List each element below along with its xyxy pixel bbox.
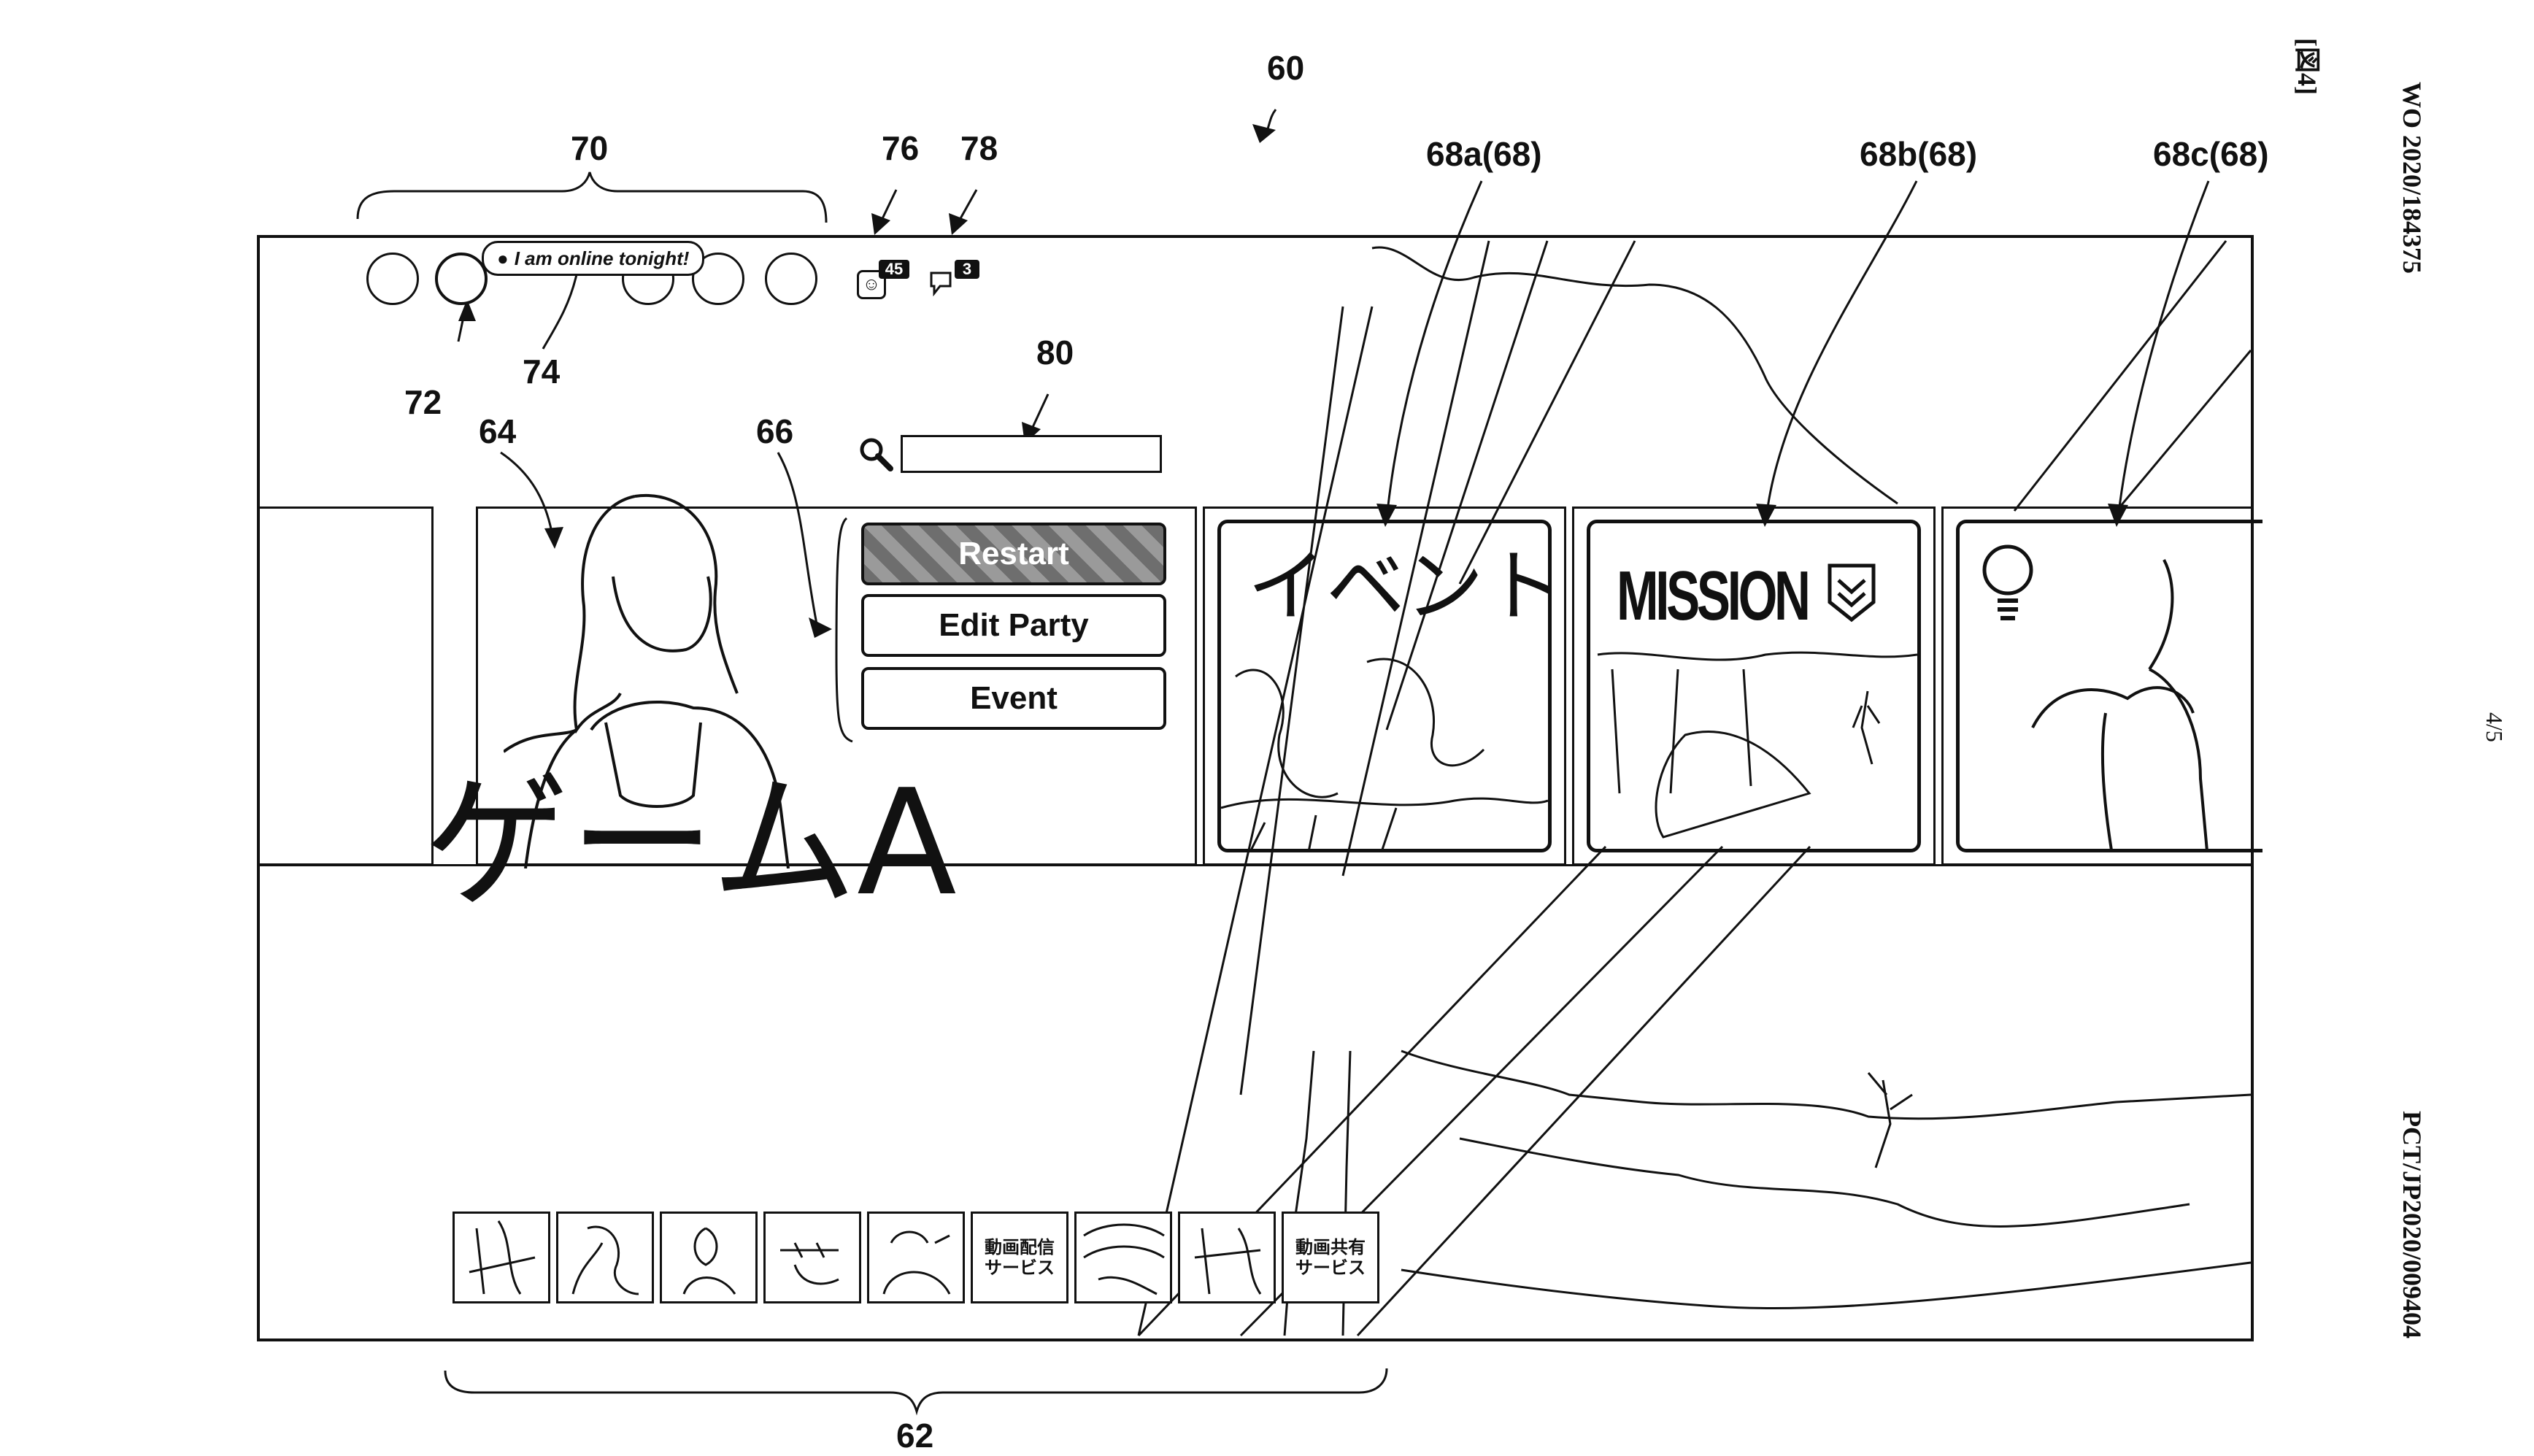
card-panel-mission (1572, 506, 1936, 866)
friend-notification-badge: 45 (879, 260, 909, 279)
card-panel-event (1203, 506, 1566, 866)
bracket-70 (356, 172, 828, 223)
ref-68b-label: 68b(68) (1860, 135, 1978, 173)
shortcut-thumbnail[interactable] (660, 1212, 758, 1303)
friend-avatar-selected[interactable] (435, 253, 488, 305)
friend-avatar[interactable] (366, 253, 419, 305)
bracket-66 (835, 517, 853, 743)
card-panel-third (1941, 506, 2254, 866)
mission-card-illustration (1597, 651, 1917, 839)
event-card-label: イベント (1247, 542, 1552, 633)
ref-78-label: 78 (960, 129, 998, 167)
event-button[interactable]: Event (861, 667, 1166, 730)
ref-76-label: 76 (882, 129, 920, 167)
bracket-62 (444, 1368, 1388, 1416)
shortcut-service-tile[interactable]: 動画共有 サービス (1282, 1212, 1379, 1303)
online-status-icon: ● (497, 247, 509, 269)
shortcut-thumbnail-art (1083, 1223, 1165, 1295)
mission-emblem-icon (1828, 563, 1876, 623)
shortcut-thumbnail[interactable] (1178, 1212, 1276, 1303)
mission-card-label: MISSION (1617, 557, 1811, 635)
game-hero-illustration (504, 493, 790, 868)
message-notification-icon[interactable] (928, 270, 962, 297)
shortcut-thumbnail[interactable] (452, 1212, 550, 1303)
shortcut-thumbnail[interactable] (763, 1212, 861, 1303)
shortcut-thumbnail[interactable] (1074, 1212, 1172, 1303)
previous-panel[interactable] (257, 506, 434, 866)
leader-74 (542, 274, 578, 350)
shortcut-service-tile[interactable]: 動画配信 サービス (971, 1212, 1068, 1303)
ref-60-label: 60 (1267, 49, 1305, 87)
leader-68b (1765, 180, 1918, 519)
shortcut-thumbnail[interactable] (867, 1212, 965, 1303)
ref-62-label: 62 (896, 1417, 934, 1455)
ref-66-label: 66 (756, 412, 794, 450)
mission-card[interactable]: MISSION (1587, 520, 1921, 852)
search-icon[interactable] (857, 435, 895, 473)
ref-68c-label: 68c(68) (2153, 135, 2269, 173)
ref-80-label: 80 (1036, 334, 1074, 371)
shortcut-thumbnail-art (1194, 1228, 1262, 1295)
shortcut-thumbnail[interactable] (556, 1212, 654, 1303)
leader-68c (2117, 180, 2210, 519)
status-message: I am online tonight! (514, 247, 690, 269)
shortcut-label: 動画配信 サービス (985, 1237, 1055, 1278)
shortcut-thumbnail-art (571, 1225, 639, 1295)
leader-64 (500, 451, 555, 541)
message-notification-badge: 3 (955, 260, 979, 279)
ref-72-label: 72 (404, 383, 442, 421)
shortcut-thumbnail-art (882, 1230, 951, 1295)
lightbulb-icon (1979, 541, 2037, 628)
friend-avatar[interactable] (765, 253, 817, 305)
ref-68a-label: 68a(68) (1426, 135, 1542, 173)
third-card-illustration (2031, 559, 2208, 849)
shortcut-thumbnail-art (469, 1220, 536, 1295)
event-card-illustration (1221, 658, 1548, 849)
shortcut-label: 動画共有 サービス (1295, 1237, 1366, 1278)
game-title: ゲームA (423, 758, 957, 928)
background-landscape (1137, 240, 2252, 1337)
third-card[interactable] (1956, 520, 2262, 852)
friend-notification-icon[interactable]: ☺ (857, 270, 886, 299)
ref-74-label: 74 (523, 353, 561, 390)
shortcut-thumbnail-art (780, 1242, 839, 1285)
search-input[interactable] (901, 435, 1162, 473)
ref-70-label: 70 (571, 129, 609, 167)
ref-64-label: 64 (479, 412, 517, 450)
event-card[interactable]: イベント (1217, 520, 1552, 852)
status-speech-bubble: ● I am online tonight! (482, 241, 705, 276)
edit-party-button[interactable]: Edit Party (861, 594, 1166, 657)
shortcut-thumbnail-art (682, 1227, 736, 1295)
leader-68a (1385, 180, 1483, 519)
reference-leaders (356, 109, 2210, 1416)
restart-button[interactable]: Restart (861, 523, 1166, 585)
leader-66 (777, 452, 819, 628)
